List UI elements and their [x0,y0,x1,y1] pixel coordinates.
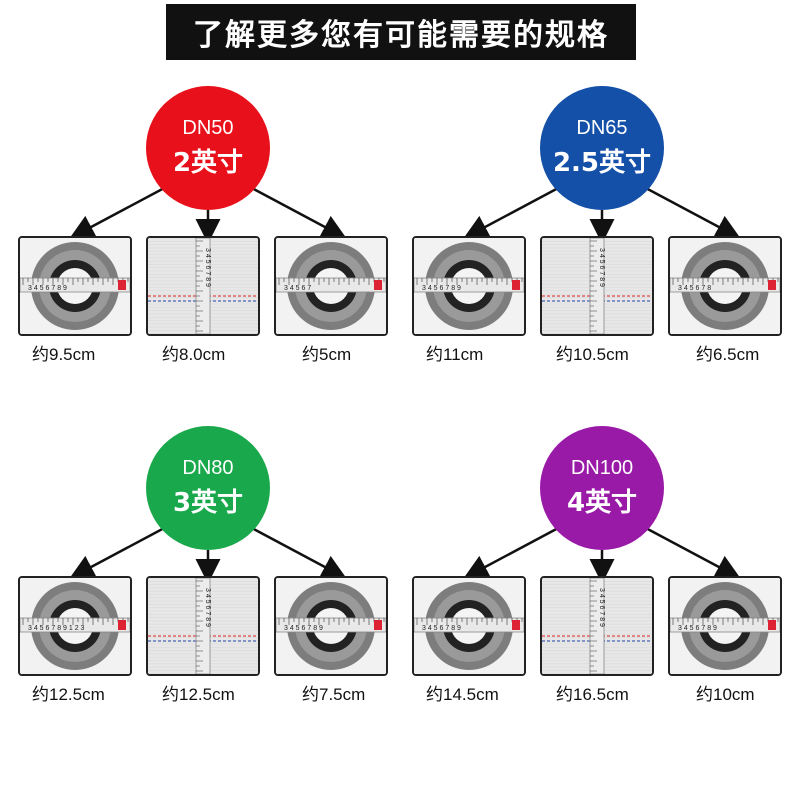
size-caption: 约16.5cm [556,685,629,704]
size-caption: 约6.5cm [696,345,760,364]
size-caption: 约14.5cm [426,685,499,704]
coupling-photo: 3 4 5 6 7 8 9 [18,236,132,336]
arrow-1 [69,524,169,579]
size-caption: 约7.5cm [302,685,366,704]
size-caption: 约12.5cm [32,685,105,704]
coupling-photo: 3 4 5 6 7 8 9 [412,236,526,336]
coupling-photo: 3 4 5 6 7 [274,236,388,336]
ruler-numbers: 3 4 5 6 7 8 9 [284,625,323,632]
spec-group-dn65: DN65 2.5英寸 3 4 5 6 7 8 9 约11cm 3 4 5 6 7 8 9… [412,86,792,446]
size-caption: 约10cm [696,685,755,704]
dn-label: DN100 [570,457,634,479]
arrow-3 [247,524,347,579]
arrow-3 [641,524,741,579]
ruler-numbers: 3 4 5 6 7 8 9 [678,625,717,632]
dn-label: DN50 [182,117,234,139]
arrows [463,184,741,244]
hose-photo: 3 4 5 6 7 8 9 [146,576,260,676]
ruler-numbers: 3 4 5 6 7 8 9 1 2 3 [28,625,85,632]
inch-label: 2.5英寸 [552,148,652,178]
size-caption: 约11cm [426,345,484,364]
size-caption: 约8.0cm [162,345,226,364]
spec-group-dn50: DN50 2英寸 3 4 5 6 7 8 9 约9.5cm 3 4 5 6 7 8 9 约… [18,86,398,446]
page-title: 了解更多您有可能需要的规格 [166,4,636,60]
inch-label: 4英寸 [566,488,638,518]
ruler-numbers: 3 4 5 6 7 [284,285,311,292]
ruler-numbers: 3 4 5 6 7 8 9 [28,285,67,292]
size-caption: 约12.5cm [162,685,235,704]
arrows [69,184,347,244]
size-caption: 约9.5cm [32,345,96,364]
arrows [463,524,741,584]
ruler-numbers: 3 4 5 6 7 8 [678,285,711,292]
hose-photo: 3 4 5 6 7 8 9 [146,236,260,336]
arrow-3 [641,184,741,239]
inch-label: 2英寸 [172,148,244,178]
ruler-numbers: 3 4 5 6 7 8 9 [204,248,211,287]
arrows [69,524,347,584]
ruler-numbers: 3 4 5 6 7 8 9 [422,285,461,292]
spec-group-dn80: DN80 3英寸 3 4 5 6 7 8 9 1 2 3 约12.5cm 3 4 5 6… [18,426,398,786]
dn-label: DN80 [182,457,234,479]
size-caption: 约5cm [302,345,352,364]
size-badge: DN50 2英寸 [146,86,270,210]
coupling-photo: 3 4 5 6 7 8 9 [412,576,526,676]
arrow-1 [463,184,563,239]
coupling-photo: 3 4 5 6 7 8 9 [668,576,782,676]
coupling-photo: 3 4 5 6 7 8 [668,236,782,336]
ruler-numbers: 3 4 5 6 7 8 9 [204,588,211,627]
size-caption: 约10.5cm [556,345,629,364]
size-badge: DN65 2.5英寸 [540,86,664,210]
hose-photo: 3 4 5 6 7 8 9 [540,236,654,336]
inch-label: 3英寸 [172,488,244,518]
coupling-photo: 3 4 5 6 7 8 9 [274,576,388,676]
size-badge: DN80 3英寸 [146,426,270,550]
size-badge: DN100 4英寸 [540,426,664,550]
ruler-numbers: 3 4 5 6 7 8 9 [422,625,461,632]
arrow-1 [463,524,563,579]
arrow-3 [247,184,347,239]
spec-group-dn100: DN100 4英寸 3 4 5 6 7 8 9 约14.5cm 3 4 5 6 7 8 … [412,426,792,786]
hose-photo: 3 4 5 6 7 8 9 [540,576,654,676]
ruler-numbers: 3 4 5 6 7 8 9 [598,248,605,287]
arrow-1 [69,184,169,239]
coupling-photo: 3 4 5 6 7 8 9 1 2 3 [18,576,132,676]
dn-label: DN65 [576,117,628,139]
ruler-numbers: 3 4 5 6 7 8 9 [598,588,605,627]
